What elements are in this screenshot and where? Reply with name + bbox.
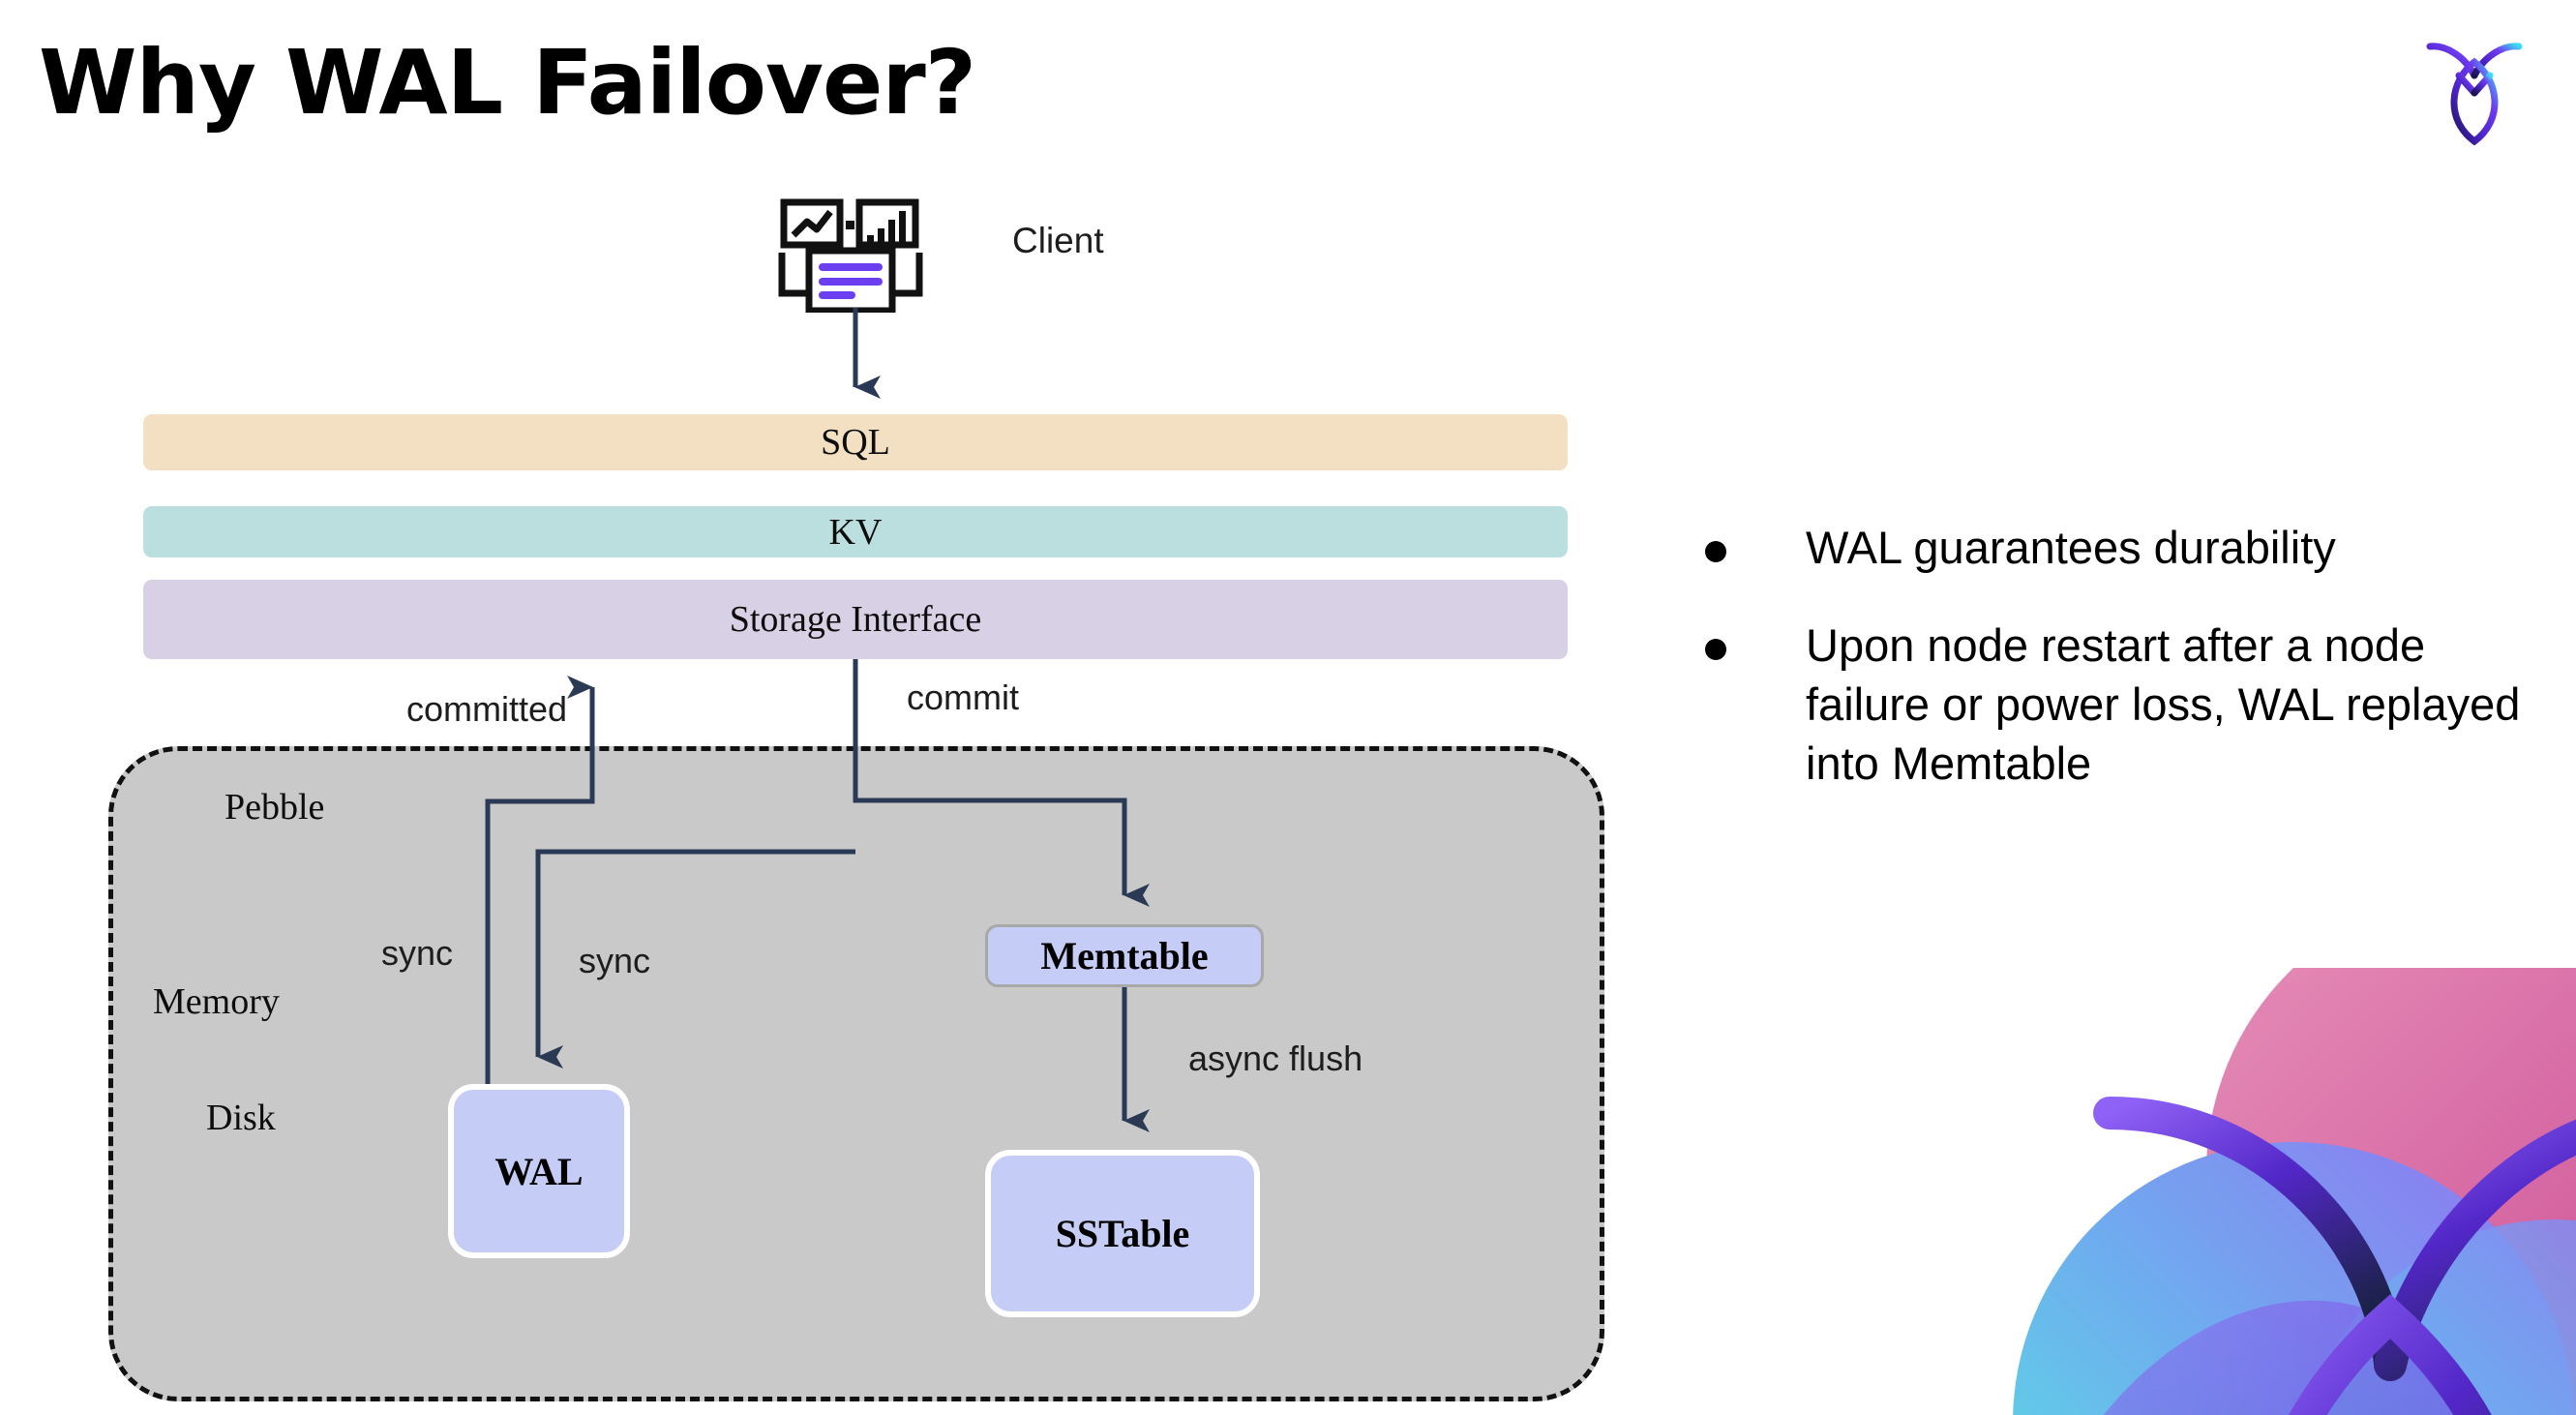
cockroachdb-logo	[2407, 21, 2542, 157]
pebble-container	[108, 746, 1604, 1401]
node-wal-label: WAL	[494, 1149, 584, 1193]
layer-bar-kv: KV	[143, 506, 1568, 557]
disk-label: Disk	[206, 1098, 276, 1138]
client-label: Client	[1012, 221, 1104, 260]
bullet-text: WAL guarantees durability	[1806, 522, 2336, 573]
layer-bar-storage: Storage Interface	[143, 580, 1568, 659]
edge-label-committed: committed	[406, 689, 568, 729]
pebble-label: Pebble	[225, 787, 325, 828]
bullet-dot-icon	[1705, 639, 1726, 661]
edge-label-sync-left: sync	[381, 933, 454, 973]
node-sstable: SSTable	[985, 1150, 1260, 1317]
layer-bar-sql-label: SQL	[821, 422, 890, 463]
bullet-dot-icon	[1705, 541, 1726, 562]
decorative-logo-watermark	[1974, 890, 2576, 1415]
edge-label-async-flush: async flush	[1188, 1039, 1363, 1078]
layer-bar-sql: SQL	[143, 414, 1568, 470]
node-memtable-label: Memtable	[1040, 934, 1209, 978]
edge-label-commit: commit	[907, 677, 1019, 717]
client-terminal-icon	[774, 196, 929, 315]
node-memtable: Memtable	[985, 924, 1264, 987]
bullet-list: WAL guarantees durability Upon node rest…	[1705, 518, 2528, 831]
list-item: Upon node restart after a node failure o…	[1705, 616, 2528, 793]
node-wal: WAL	[448, 1084, 630, 1258]
node-sstable-label: SSTable	[1055, 1212, 1190, 1255]
layer-bar-storage-label: Storage Interface	[729, 599, 982, 640]
bullet-text: Upon node restart after a node failure o…	[1806, 619, 2521, 790]
list-item: WAL guarantees durability	[1705, 518, 2528, 577]
layer-bar-kv-label: KV	[828, 511, 883, 553]
edge-label-sync-right: sync	[579, 941, 651, 980]
memory-label: Memory	[153, 981, 280, 1022]
page-title: Why WAL Failover?	[39, 31, 976, 135]
